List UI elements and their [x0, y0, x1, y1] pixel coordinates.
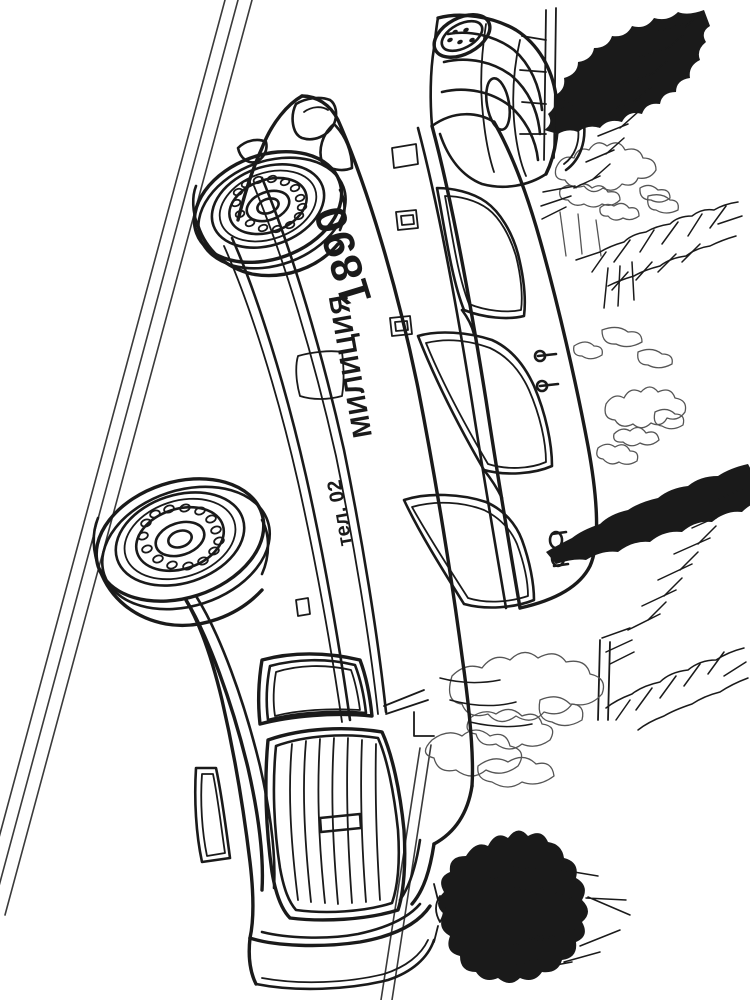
body-panel-shape — [295, 350, 345, 400]
fir-tree-bottom — [433, 830, 631, 983]
front-wheel — [92, 477, 272, 628]
bush-right-middle — [596, 386, 687, 465]
tail-light — [432, 13, 492, 59]
car-front-end — [184, 598, 436, 991]
headlight — [256, 652, 374, 726]
side-marker — [295, 597, 311, 617]
bush-bottom-center — [383, 651, 605, 788]
door-handle — [391, 143, 419, 169]
rear-wheel — [191, 149, 347, 278]
fir-tree-right-upper — [575, 201, 743, 309]
fir-tree-right-lower — [605, 647, 749, 731]
roof-badge-rear — [395, 209, 419, 231]
militsiya-patrol-car: 1890 МИЛИЦИЯ тел. 02 — [92, 13, 599, 991]
turn-signal — [193, 766, 232, 864]
fuel-cap — [484, 77, 512, 131]
car-side-details — [295, 143, 570, 617]
roof-badge-front — [389, 315, 413, 337]
roof-light-bar — [291, 96, 354, 172]
bush-right-upper — [554, 142, 679, 257]
car-rear-end — [429, 13, 586, 189]
road-lane-markings — [0, 0, 432, 1000]
hood-ornament-pegs — [533, 349, 560, 393]
car-roof-and-greenhouse — [402, 112, 599, 610]
mirror-bracket — [548, 530, 570, 568]
bush-ground-sketch — [573, 326, 673, 369]
